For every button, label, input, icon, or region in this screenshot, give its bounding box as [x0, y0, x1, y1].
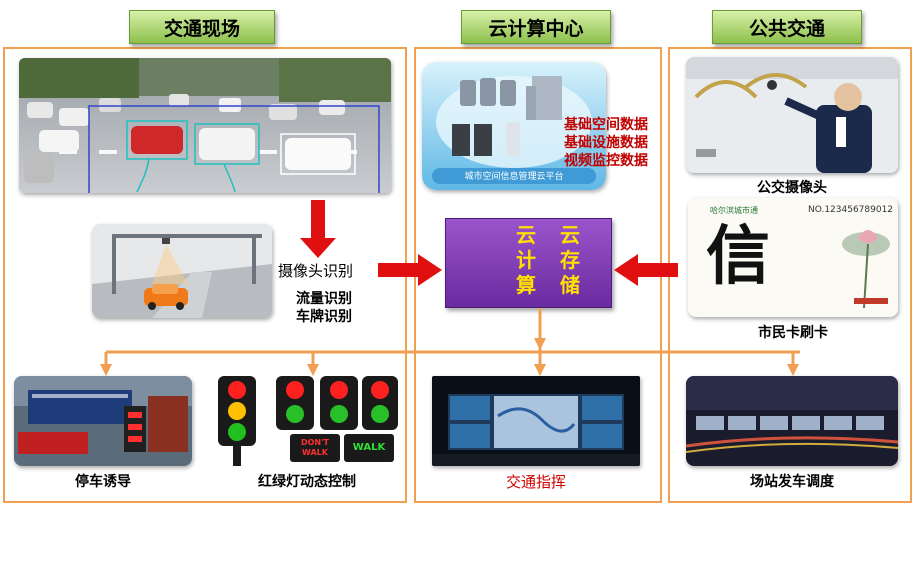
cloud-storage-char-3: 储: [560, 273, 580, 297]
citizen-card: 哈尔滨城市通 NO.123456789012 信: [688, 198, 898, 317]
traffic-command-photo: [432, 376, 640, 466]
arrow-left-red: [614, 254, 678, 286]
dont-walk-sign-dont: DON'T: [300, 438, 330, 447]
lotus-painting-icon: [842, 230, 890, 309]
cloud-platform-illustration: [422, 62, 606, 190]
cloud-compute-storage-box: 云 计 算 云 存 储: [445, 218, 612, 308]
cloud-storage-char-2: 存: [560, 248, 580, 272]
section-tag-traffic-site: 交通现场: [129, 10, 275, 44]
distribution-lines: [100, 308, 800, 376]
card-big-character: 信: [706, 219, 770, 294]
card-number: NO.123456789012: [808, 205, 894, 215]
camera-recognition-label: 摄像头识别: [278, 262, 354, 280]
cloud-compute-char-1: 云: [516, 223, 536, 247]
walk-sign: WALK: [352, 442, 386, 453]
parking-guidance-caption: 停车诱导: [75, 474, 131, 490]
station-dispatch-photo: [686, 376, 898, 466]
citizen-card-caption: 市民卡刷卡: [758, 325, 828, 341]
arrow-down-red: [300, 200, 336, 258]
card-name: 哈尔滨城市通: [710, 206, 758, 215]
cloud-compute-char-2: 计: [516, 248, 536, 272]
bus-camera-caption: 公交摄像头: [757, 180, 827, 196]
cloud-storage-char-1: 云: [560, 223, 580, 247]
camera-recognition-illustration: [92, 224, 272, 318]
data-item-infrastructure: 基础设施数据: [564, 135, 648, 151]
section-tag-public-transit: 公共交通: [712, 10, 862, 44]
arrow-right-red: [378, 254, 442, 286]
data-item-video-surveillance: 视频监控数据: [564, 153, 648, 169]
bus-camera-photo: [686, 57, 898, 173]
cloud-compute-char-3: 算: [516, 273, 536, 297]
plate-recognition-label: 车牌识别: [296, 309, 352, 325]
cloud-platform-label: 城市空间信息管理云平台: [464, 172, 564, 182]
section-tag-cloud-center: 云计算中心: [461, 10, 611, 44]
cloud-storage-column: 云 存 储: [560, 223, 580, 298]
cloud-compute-column: 云 计 算: [516, 223, 536, 298]
flow-recognition-label: 流量识别: [296, 291, 352, 307]
dont-walk-sign-walk: WALK: [302, 448, 328, 457]
traffic-light-control-caption: 红绿灯动态控制: [258, 474, 356, 490]
traffic-lights-illustration: DON'T WALK WALK: [214, 376, 400, 466]
data-item-spatial: 基础空间数据: [564, 117, 648, 133]
dont-walk-sign: DON'T WALK: [290, 434, 340, 462]
traffic-scene-photo: [19, 58, 391, 193]
parking-guidance-photo: [14, 376, 192, 466]
traffic-command-caption: 交通指挥: [505, 473, 566, 491]
station-dispatch-caption: 场站发车调度: [750, 474, 834, 490]
